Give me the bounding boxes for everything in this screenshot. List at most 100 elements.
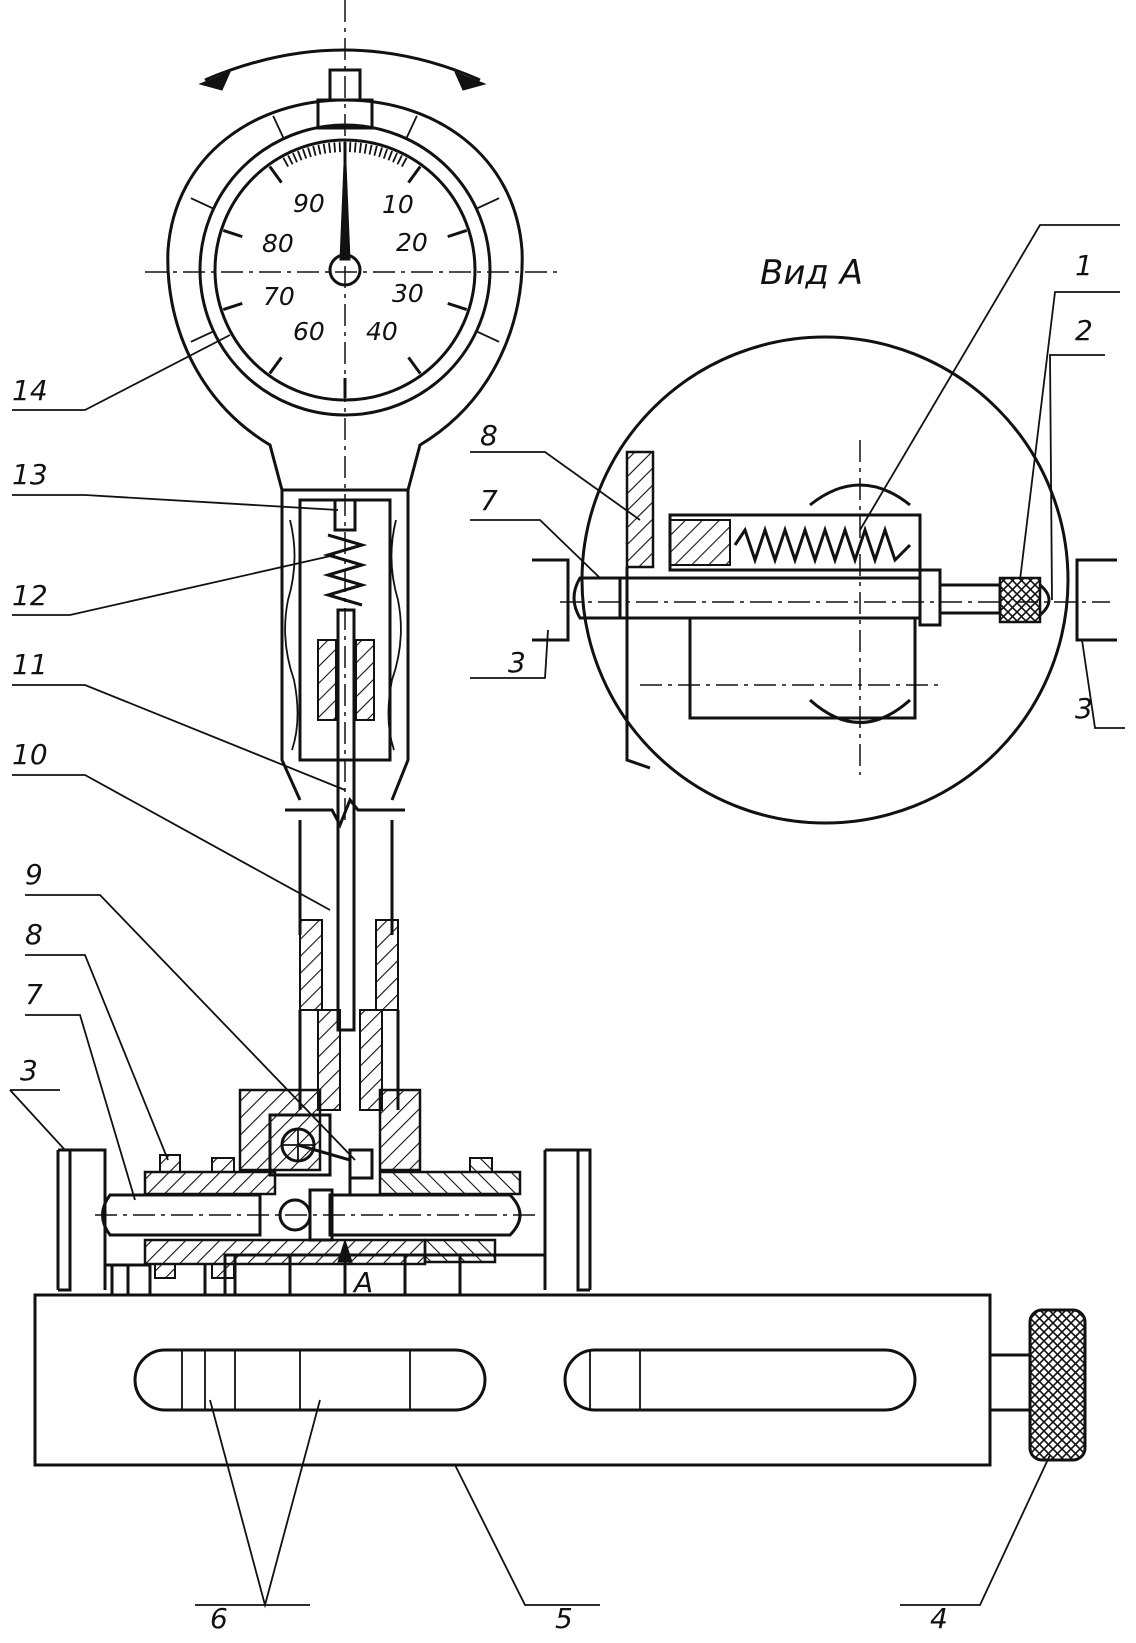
callout-3: 3 <box>20 1054 38 1087</box>
view-plate-8 <box>627 452 653 567</box>
leader-10 <box>12 775 330 910</box>
view-rod-right-tip <box>1040 585 1049 615</box>
view-knurled-nut-2 <box>1000 578 1040 622</box>
scale-tick-minor <box>365 144 367 154</box>
dial-pointer <box>340 140 350 260</box>
view-jaw-left-3 <box>532 560 568 640</box>
slot-right <box>565 1350 915 1410</box>
nut-top-2 <box>212 1158 234 1172</box>
scale-tick-minor <box>324 144 326 154</box>
callout-view-8: 8 <box>480 419 498 452</box>
rod-sleeve-top-left <box>145 1172 275 1194</box>
leader-6 <box>195 1400 320 1605</box>
callout-7: 7 <box>25 978 43 1011</box>
scale-tick-minor <box>370 145 372 155</box>
bezel-tick <box>476 331 499 342</box>
scale-tick-major <box>408 357 420 373</box>
view-a-detail: Вид А <box>532 253 1117 823</box>
rod-sleeve-top-right <box>380 1172 520 1194</box>
bezel-tick <box>273 116 284 139</box>
slot-right-blocks <box>590 1350 640 1410</box>
nut-top-3 <box>470 1158 492 1172</box>
scale-tick-major <box>270 357 282 373</box>
scale-tick-minor <box>379 147 382 157</box>
callout-view-3-right: 3 <box>1075 692 1093 725</box>
callout-5: 5 <box>555 1602 573 1635</box>
leader-4 <box>900 1455 1050 1605</box>
nut-bottom-1 <box>155 1264 175 1278</box>
callout-14: 14 <box>12 374 48 407</box>
scale-label-40: 40 <box>366 317 398 346</box>
bezel-tick <box>476 198 499 209</box>
leader-7 <box>25 1015 135 1200</box>
scale-tick-minor <box>355 142 356 152</box>
lower-bushing-left <box>318 1010 340 1110</box>
callout-11: 11 <box>12 648 48 681</box>
scale-tick-minor <box>303 149 306 158</box>
scale-tick-minor <box>397 155 401 164</box>
scale-tick-minor <box>374 146 376 156</box>
nut-bottom-2 <box>212 1264 234 1278</box>
scale-tick-minor <box>393 153 397 162</box>
scale-tick-major <box>223 230 242 236</box>
callout-view-1: 1 <box>1075 249 1093 282</box>
adjustment-knob-4 <box>1030 1310 1085 1460</box>
base-plate-8 <box>145 1240 425 1264</box>
head-body-right <box>380 1090 420 1170</box>
view-rod-shaft <box>940 585 1000 613</box>
tube-10 <box>300 820 392 935</box>
callout-view-3-left: 3 <box>508 646 526 679</box>
callout-9: 9 <box>25 858 43 891</box>
scale-label-20: 20 <box>396 228 428 257</box>
view-spring-plug <box>670 520 730 565</box>
bezel-tick <box>406 116 417 139</box>
slot-left <box>135 1350 485 1410</box>
view-jaw-right-3 <box>1077 560 1117 640</box>
tube-sleeve-right <box>376 920 398 1010</box>
wood-grain <box>285 520 401 750</box>
nut-top-1 <box>160 1155 180 1172</box>
callout-4: 4 <box>930 1602 948 1635</box>
cross-rod-assembly <box>95 1155 540 1278</box>
callout-view-2: 2 <box>1075 314 1093 347</box>
scale-tick-major <box>448 303 467 309</box>
view-rod-body <box>620 578 920 618</box>
callout-13: 13 <box>12 458 48 491</box>
scale-tick-minor <box>318 145 320 155</box>
jaw-left-3 <box>58 1150 105 1290</box>
scale-tick-minor <box>384 149 387 158</box>
callouts-view-a: 1 2 8 7 3 3 <box>470 225 1125 728</box>
scale-tick-major <box>408 166 420 182</box>
scale-tick-minor <box>329 143 330 153</box>
scale-tick-major <box>223 303 242 309</box>
scale-tick-minor <box>360 143 361 153</box>
lower-bushing-right <box>360 1010 382 1110</box>
scale-tick-minor <box>293 153 297 162</box>
scale-tick-minor <box>334 142 335 152</box>
setting-fixture: А <box>35 1150 1085 1465</box>
scale-label-30: 30 <box>392 279 424 308</box>
bezel-tick <box>191 331 214 342</box>
callouts-main: 14 13 12 11 10 9 8 7 3 6 5 4 <box>10 335 1050 1635</box>
bezel-tick <box>191 198 214 209</box>
callout-8: 8 <box>25 918 43 951</box>
tube-sleeve-left <box>300 920 322 1010</box>
callout-view-7: 7 <box>480 484 498 517</box>
scale-label-80: 80 <box>262 229 294 258</box>
bushing-upper-right <box>356 640 374 720</box>
knob-shaft <box>990 1355 1030 1410</box>
scale-tick-major <box>270 166 282 182</box>
leader-13 <box>12 495 338 510</box>
scale-label-70: 70 <box>263 282 295 311</box>
view-lower-block <box>690 618 915 718</box>
scale-label-90: 90 <box>293 189 325 218</box>
leader-view-2 <box>1020 292 1120 580</box>
scale-tick-minor <box>283 158 288 167</box>
view-spring-1 <box>735 530 910 560</box>
fixture-base-5 <box>35 1295 990 1465</box>
lever-contact <box>350 1150 372 1178</box>
scale-tick-minor <box>402 158 407 167</box>
view-a-circle <box>582 337 1068 823</box>
scale-label-60: 60 <box>293 317 325 346</box>
